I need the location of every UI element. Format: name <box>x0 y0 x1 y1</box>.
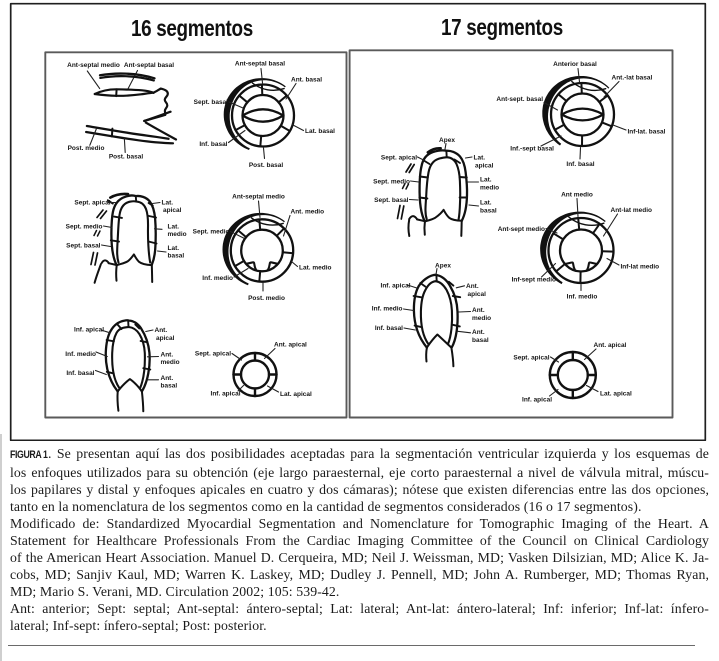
svg-text:Inf. apical: Inf. apical <box>522 397 552 404</box>
svg-text:Lat. apical: Lat. apical <box>280 391 312 398</box>
svg-text:Sept. apical: Sept. apical <box>74 200 110 207</box>
svg-text:Ant.: Ant. <box>155 327 168 334</box>
svg-text:Inf. medio: Inf. medio <box>65 351 96 358</box>
svg-text:medio: medio <box>161 359 180 366</box>
svg-text:Inf.-sept basal: Inf.-sept basal <box>510 146 554 153</box>
svg-text:Ant-sept. basal: Ant-sept. basal <box>496 96 543 103</box>
svg-text:Inf. apical: Inf. apical <box>74 327 104 334</box>
svg-text:Sept. basal: Sept. basal <box>374 197 409 204</box>
svg-text:medio: medio <box>472 315 491 322</box>
svg-text:Ant medio: Ant medio <box>561 192 593 199</box>
svg-text:Ant-septal basal: Ant-septal basal <box>235 61 285 68</box>
svg-text:Post. basal: Post. basal <box>249 162 284 169</box>
svg-text:basal: basal <box>472 337 489 344</box>
svg-text:Inf. medio: Inf. medio <box>567 294 598 301</box>
svg-text:Ant.: Ant. <box>161 352 174 359</box>
svg-text:Lat.: Lat. <box>474 155 486 162</box>
svg-text:apical: apical <box>475 162 494 169</box>
svg-text:Inf-lat. basal: Inf-lat. basal <box>628 129 666 136</box>
svg-text:Inf. basal: Inf. basal <box>375 325 403 332</box>
svg-text:Post. basal: Post. basal <box>109 153 144 160</box>
svg-text:Ant. apical: Ant. apical <box>594 342 627 349</box>
svg-text:medio: medio <box>168 231 187 238</box>
svg-text:Inf. apical: Inf. apical <box>211 391 241 398</box>
svg-text:Ant. apical: Ant. apical <box>274 341 307 348</box>
svg-text:Lat. basal: Lat. basal <box>305 128 335 135</box>
svg-text:Sept. apical: Sept. apical <box>195 351 231 358</box>
svg-text:Ant. basal: Ant. basal <box>291 77 322 84</box>
svg-text:apical: apical <box>156 335 175 342</box>
svg-text:Lat.: Lat. <box>162 200 174 207</box>
svg-text:apical: apical <box>163 207 182 214</box>
svg-text:Anterior basal: Anterior basal <box>553 61 597 68</box>
svg-text:Sept. basal: Sept. basal <box>194 99 229 106</box>
svg-text:Lat.: Lat. <box>168 224 180 231</box>
svg-text:Ant.: Ant. <box>161 375 174 382</box>
svg-text:Ant.-lat basal: Ant.-lat basal <box>612 75 653 82</box>
svg-text:Lat.: Lat. <box>168 245 180 252</box>
svg-text:Inf-sept medio: Inf-sept medio <box>512 277 556 284</box>
svg-text:Inf. basal: Inf. basal <box>566 161 594 168</box>
svg-text:Inf. medio: Inf. medio <box>202 275 233 282</box>
svg-text:Sept. basal: Sept. basal <box>66 242 101 249</box>
svg-text:Ant-sept medio: Ant-sept medio <box>498 226 545 233</box>
svg-text:Sept. medio: Sept. medio <box>373 179 410 186</box>
svg-text:Post. medio: Post. medio <box>248 295 285 302</box>
svg-text:Lat.: Lat. <box>480 200 492 207</box>
svg-text:Lat.: Lat. <box>480 177 492 184</box>
svg-text:Sept. apical: Sept. apical <box>381 155 417 162</box>
svg-text:Ant.: Ant. <box>472 307 485 314</box>
svg-text:Sept. apical: Sept. apical <box>513 355 549 362</box>
svg-text:basal: basal <box>161 383 178 390</box>
svg-text:apical: apical <box>468 291 487 298</box>
svg-text:Ant-septal basal: Ant-septal basal <box>124 62 174 69</box>
svg-text:Ant.: Ant. <box>472 329 485 336</box>
svg-text:Ant-septal medio: Ant-septal medio <box>67 62 120 69</box>
svg-text:Post. medio: Post. medio <box>68 145 105 152</box>
svg-text:Lat. apical: Lat. apical <box>600 391 632 398</box>
svg-text:Inf-lat medio: Inf-lat medio <box>621 264 660 271</box>
svg-text:Inf. apical: Inf. apical <box>381 283 411 290</box>
svg-text:basal: basal <box>480 207 497 214</box>
svg-text:Inf. medio: Inf. medio <box>372 306 403 313</box>
svg-text:Ant-septal medio: Ant-septal medio <box>232 193 285 200</box>
svg-text:Inf. basal: Inf. basal <box>66 370 94 377</box>
svg-text:Ant. medio: Ant. medio <box>291 209 325 216</box>
svg-text:Ant-lat medio: Ant-lat medio <box>611 207 653 214</box>
svg-text:Ant.: Ant. <box>466 283 479 290</box>
svg-text:Sept. medio: Sept. medio <box>66 223 103 230</box>
svg-text:Apex: Apex <box>439 137 455 144</box>
svg-text:Lat. medio: Lat. medio <box>299 264 332 271</box>
svg-text:basal: basal <box>168 253 185 260</box>
svg-text:Sept. medio: Sept. medio <box>193 229 230 236</box>
svg-text:medio: medio <box>480 184 499 191</box>
svg-text:Apex: Apex <box>435 262 451 269</box>
svg-text:Inf. basal: Inf. basal <box>199 141 227 148</box>
